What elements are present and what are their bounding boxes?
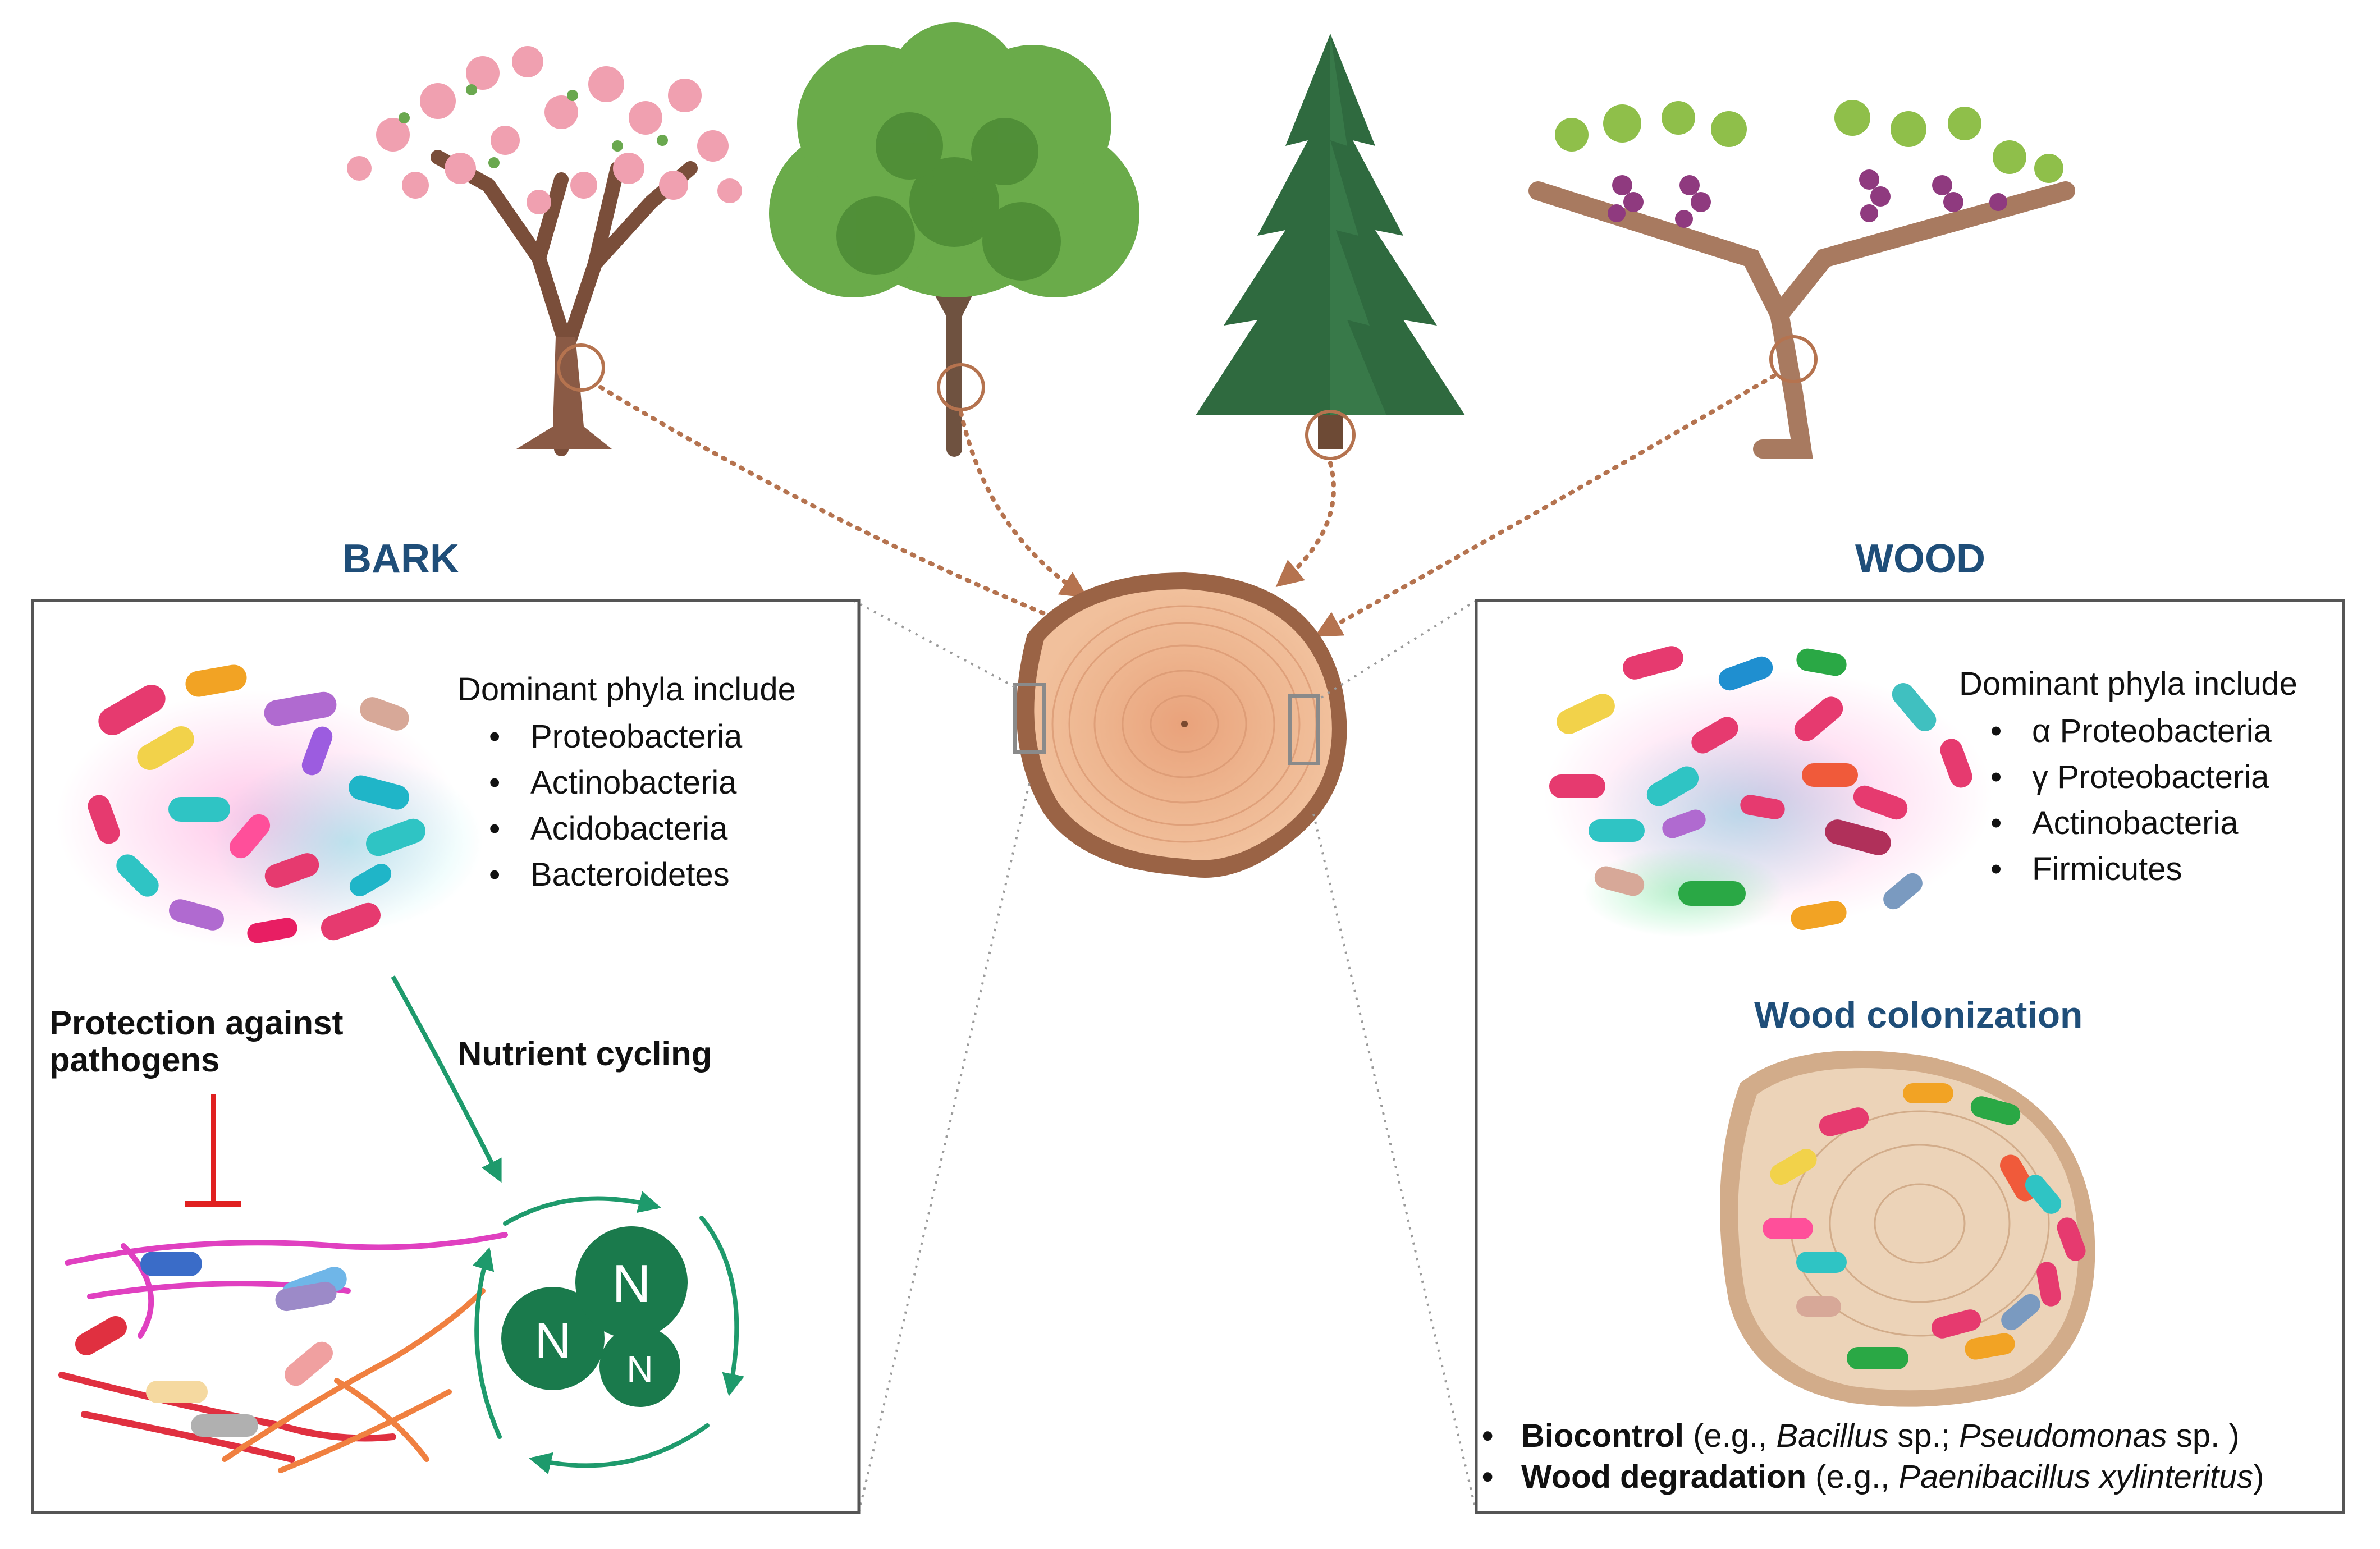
bark-phyla-list: Proteobacteria Actinobacteria Acidobacte… [457, 714, 742, 898]
bark-microbiome-cluster [56, 664, 483, 948]
broadleaf-tree-icon [769, 22, 1139, 457]
wood-title: WOOD [1855, 537, 1985, 581]
biocontrol-label: Biocontrol [1521, 1418, 1684, 1454]
flowering-tree-icon [347, 46, 742, 456]
bark-phyla-heading: Dominant phyla include [457, 671, 796, 708]
bark-phylum-item: Actinobacteria [457, 760, 742, 806]
nutrient-cycling-label: Nutrient cycling [457, 1035, 712, 1073]
biocontrol-genus-1: Bacillus [1776, 1418, 1889, 1454]
nitrogen-label-1: N [535, 1313, 571, 1369]
pathogen-hyphae-cluster [58, 1232, 508, 1473]
zoom-lines [853, 599, 1477, 1513]
grapevine-icon [1528, 100, 2075, 459]
degradation-species: Paenibacillus xylinteritus [1898, 1459, 2254, 1495]
biocontrol-pre: (e.g., [1683, 1418, 1777, 1454]
wood-phylum-item: α Proteobacteria [1959, 708, 2272, 754]
nitrogen-cycle-icon: N N N [472, 1191, 744, 1474]
conifer-tree-icon [1196, 34, 1465, 460]
biocontrol-post: sp. ) [2167, 1418, 2240, 1454]
bark-panel [31, 599, 861, 1514]
biocontrol-line: •Biocontrol (e.g., Bacillus sp.; Pseudom… [1482, 1418, 2240, 1454]
wood-phyla-list: α Proteobacteria γ Proteobacteria Actino… [1959, 708, 2272, 892]
wood-microbiome-cluster [1544, 646, 1993, 937]
protection-label-line-1: Protection against [49, 1004, 344, 1042]
biocontrol-mid: sp.; [1888, 1418, 1959, 1454]
bark-phylum-item: Acidobacteria [457, 806, 742, 852]
wood-colonization-icon [1720, 1050, 2095, 1407]
nitrogen-label-2: N [612, 1254, 651, 1314]
bark-title: BARK [342, 537, 459, 581]
wood-phylum-item: Actinobacteria [1959, 800, 2272, 846]
wood-panel [1475, 599, 2345, 1514]
wood-colonization-title: Wood colonization [1754, 994, 2083, 1035]
bark-phylum-item: Proteobacteria [457, 714, 742, 760]
wood-phyla-heading: Dominant phyla include [1959, 666, 2297, 702]
bark-phylum-item: Bacteroidetes [457, 852, 742, 898]
inhibition-icon [185, 1094, 241, 1207]
sampling-arrows [598, 374, 1776, 639]
degradation-line: •Wood degradation (e.g., Paenibacillus x… [1482, 1459, 2264, 1495]
protection-label-line-2: pathogens [49, 1041, 220, 1079]
nutrient-arrow [391, 975, 502, 1183]
wood-phylum-item: γ Proteobacteria [1959, 754, 2272, 800]
nitrogen-label-3: N [626, 1348, 653, 1390]
biocontrol-genus-2: Pseudomonas [1958, 1418, 2167, 1454]
degradation-pre: (e.g., [1806, 1459, 1899, 1495]
wood-cross-section-icon [1013, 572, 1347, 878]
degradation-post: ) [2253, 1459, 2264, 1495]
protection-label: Protection against pathogens [49, 1005, 343, 1079]
wood-phylum-item: Firmicutes [1959, 846, 2272, 892]
degradation-label: Wood degradation [1521, 1459, 1807, 1495]
